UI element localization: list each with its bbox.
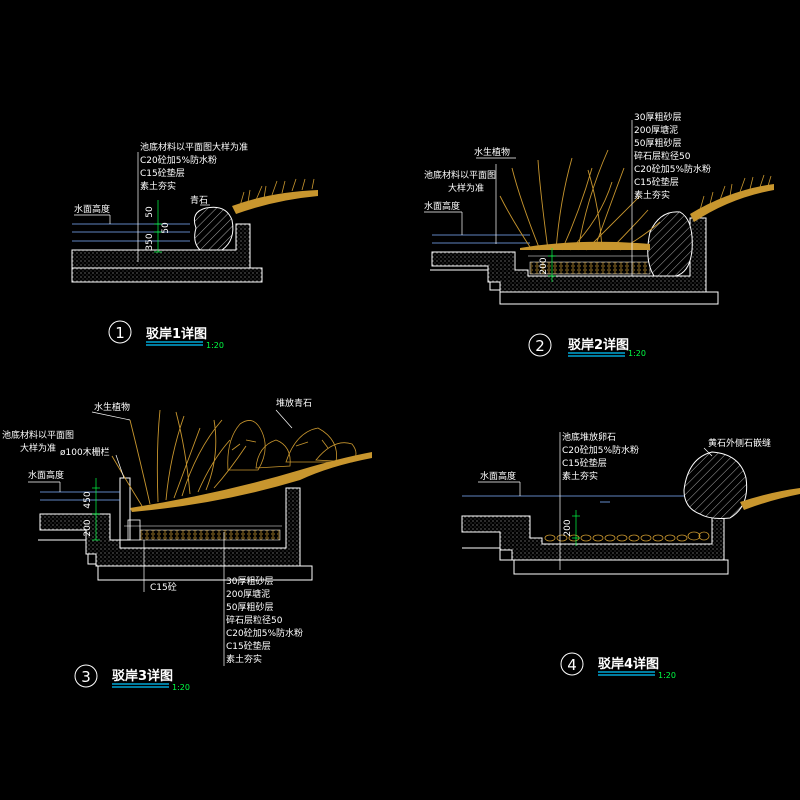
stone-label-1: 青石 [190, 194, 208, 206]
notes-2-line-6: C15砼垫层 [634, 176, 679, 188]
left-note-3-line-2: 大样为准 [20, 442, 56, 454]
notes-3-line-4: 碎石层粒径50 [226, 614, 283, 626]
stone [647, 211, 693, 277]
detail-scale: 1:20 [172, 683, 190, 692]
wooden-pile [119, 477, 131, 541]
pebbles [544, 531, 710, 542]
detail-number: 4 [567, 656, 577, 674]
detail-number: 1 [115, 324, 125, 342]
gravel-layer [139, 529, 281, 541]
notes-4-line-1: 池底堆放卵石 [562, 431, 616, 443]
notes-1-line-4: 素土夯实 [140, 180, 176, 192]
grass-slope [740, 488, 800, 510]
notes-2-line-5: C20砼加5%防水粉 [634, 163, 711, 175]
soil-layer [71, 267, 263, 283]
plant-label-3: 水生植物 [94, 401, 130, 413]
water-label-4: 水面高度 [480, 470, 516, 482]
dim-3a: 450 [83, 491, 93, 508]
pipe-label-3: ø100木栅栏 [60, 446, 110, 458]
leader-lines [28, 409, 293, 666]
notes-1-line-2: C20砼加5%防水粉 [140, 154, 217, 166]
dim-1a: 50 [145, 206, 155, 218]
stone [683, 451, 748, 519]
dim-3b: 200 [83, 519, 93, 536]
notes-3-line-3: 50厚粗砂层 [226, 601, 273, 613]
aquatic-plants [499, 149, 661, 251]
water-label-3: 水面高度 [28, 469, 64, 481]
stone-label-3: 堆放青石 [276, 397, 312, 409]
detail-1: 50 50 350 池底材料以平面图大样为准 C20砼加5%防水粉 C15砼垫层… [71, 141, 318, 350]
water-surface [72, 223, 190, 242]
detail-title: 驳岸1详图 [146, 326, 207, 342]
leader-lines [74, 152, 210, 262]
notes-2-line-7: 素土夯实 [634, 189, 670, 201]
notes-3-line-2: 200厚塘泥 [226, 588, 270, 600]
detail-title: 驳岸2详图 [568, 337, 629, 353]
notes-3-line-5: C20砼加5%防水粉 [226, 627, 303, 639]
water-surface [462, 495, 700, 503]
detail-title: 驳岸4详图 [598, 656, 659, 672]
left-note-2-line-2: 大样为准 [448, 182, 484, 194]
detail-3: 450 200 水生植物 堆放青石 池底材料以平面图 大样为准 ø100木栅栏 … [2, 397, 372, 692]
detail-scale: 1:20 [206, 341, 224, 350]
dim-1c: 350 [145, 233, 155, 250]
dimension-lines [572, 510, 580, 546]
notes-2-line-3: 50厚粗砂层 [634, 137, 681, 149]
grass-blades [699, 174, 772, 211]
notes-3-line-7: 素土夯实 [226, 653, 262, 665]
detail-title: 驳岸3详图 [112, 668, 173, 684]
notes-2-line-2: 200厚塘泥 [634, 124, 678, 136]
notes-2-line-4: 碎石层粒径50 [634, 150, 691, 162]
dim-4a: 200 [563, 519, 573, 536]
stone [193, 206, 234, 251]
water-label-1: 水面高度 [74, 203, 110, 215]
notes-1-line-1: 池底材料以平面图大样为准 [140, 141, 248, 153]
dimension-lines [548, 248, 556, 282]
dimension-lines [154, 200, 162, 253]
stacked-stones [227, 420, 357, 471]
retaining-wall [461, 489, 725, 561]
notes-3-line-6: C15砼垫层 [226, 640, 271, 652]
detail-number-badge [74, 664, 98, 688]
dim-1b: 50 [161, 222, 171, 234]
detail-4: 200 池底堆放卵石 C20砼加5%防水粉 C15砼垫层 素土夯实 黄石外侧石嵌… [461, 431, 800, 680]
detail-number-badge [528, 333, 552, 357]
detail-2: 200 30厚粗砂层 200厚塘泥 50厚粗砂层 碎石层粒径50 C20砼加5%… [424, 111, 774, 358]
detail-number-badge [108, 320, 132, 344]
retaining-wall [71, 223, 251, 269]
detail-number-badge [560, 652, 584, 676]
grass-slope [130, 452, 372, 512]
notes-4-line-4: 素土夯实 [562, 470, 598, 482]
left-note-3-line-1: 池底材料以平面图 [2, 429, 74, 441]
aquatic-plants [111, 409, 247, 507]
notes-3-line-1: 30厚粗砂层 [226, 575, 273, 587]
water-label-2: 水面高度 [424, 200, 460, 212]
leader-lines [478, 432, 713, 570]
detail-number: 2 [535, 337, 545, 355]
retaining-wall [39, 487, 301, 567]
concrete-curb [127, 519, 141, 541]
notes-4-line-3: C15砼垫层 [562, 457, 607, 469]
grass-slope [690, 184, 774, 222]
plant-base [520, 241, 650, 250]
detail-scale: 1:20 [628, 349, 646, 358]
notes-2-line-1: 30厚粗砂层 [634, 111, 681, 123]
dimension-lines [92, 478, 100, 541]
left-note-2-line-1: 池底材料以平面图 [424, 169, 496, 181]
water-surface [432, 234, 530, 244]
notes-4-line-2: C20砼加5%防水粉 [562, 444, 639, 456]
detail-scale: 1:20 [658, 671, 676, 680]
water-surface [40, 491, 120, 501]
grass-slope [232, 190, 318, 214]
grass-blades [239, 178, 315, 207]
concrete-label-3: C15砼 [150, 581, 177, 593]
plant-label-2: 水生植物 [474, 146, 510, 158]
stone-label-4: 黄石外侧石嵌缝 [708, 437, 771, 449]
notes-1-line-3: C15砼垫层 [140, 167, 185, 179]
leader-lines [424, 120, 633, 276]
detail-number: 3 [81, 668, 91, 686]
dim-2a: 200 [539, 257, 549, 274]
retaining-wall [431, 217, 707, 293]
